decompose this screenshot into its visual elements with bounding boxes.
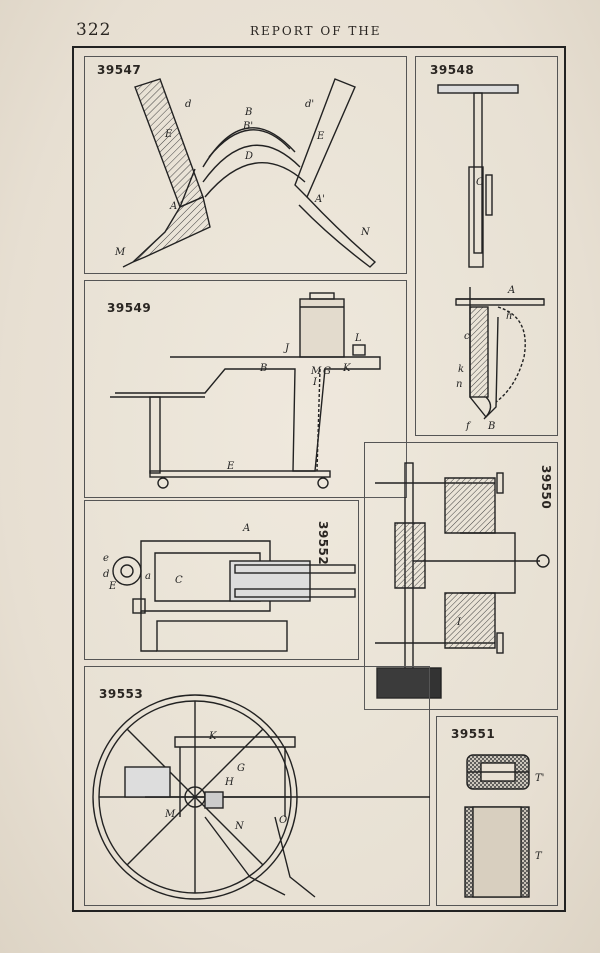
fig-letter: J — [283, 343, 290, 354]
fig-letter: O — [279, 815, 287, 826]
fig-letter: K — [208, 731, 217, 742]
fig-letter: C — [476, 177, 484, 188]
figure-label: 39553 — [99, 687, 144, 701]
fig-letter: M — [164, 809, 176, 820]
fig-letter: T — [535, 851, 543, 862]
fig-letter: e — [103, 553, 109, 564]
fig-letter: A — [169, 201, 177, 212]
running-head: REPORT OF THE — [250, 24, 382, 38]
figure-39553: 39553 K — [84, 666, 430, 906]
fig-letter: N — [360, 227, 371, 238]
fig-letter: G — [323, 366, 331, 377]
figure-39549: 39549 J L B M — [84, 280, 407, 498]
apparatus-drawing: I — [375, 462, 550, 699]
fig-letter: B — [259, 363, 267, 374]
fig-letter: B — [244, 107, 252, 118]
fig-letter: M — [114, 247, 126, 258]
fig-letter: K — [342, 363, 351, 374]
fig-letter: L — [354, 333, 362, 344]
machine-drawing: J L B M G K I E — [110, 292, 381, 489]
fig-letter: d — [103, 569, 109, 580]
fig-letter: C — [175, 575, 183, 586]
fig-letter: n — [456, 379, 462, 390]
roller-drawing: T' T — [464, 754, 544, 898]
figure-label: 39549 — [107, 301, 152, 315]
fig-letter: c — [464, 331, 470, 342]
fig-letter: d — [185, 99, 191, 110]
fig-letter: A' — [314, 194, 325, 205]
plow-drawing: d B B' d' E E D A A' M N — [114, 78, 377, 268]
fig-letter: T' — [535, 773, 544, 784]
fig-letter: B' — [242, 121, 253, 132]
figure-label: 39551 — [451, 727, 496, 741]
fig-letter: D — [244, 151, 253, 162]
fig-letter: I — [456, 617, 462, 628]
figure-39548: 39548 — [415, 56, 558, 436]
wheel-machine-drawing: K G H M N O — [92, 694, 430, 900]
fig-letter: B — [487, 421, 495, 432]
fig-letter: k — [458, 364, 464, 375]
fig-letter: M — [310, 366, 322, 377]
fig-letter: I — [312, 377, 318, 388]
fig-letter: G — [237, 763, 245, 774]
fig-letter: E — [164, 129, 173, 140]
fig-letter: N — [234, 821, 245, 832]
mechanism-drawing: A e d a C E — [103, 523, 356, 652]
fig-letter: A — [507, 285, 515, 296]
figure-label: 39548 — [430, 63, 475, 77]
figure-39552: 39552 A e d a C E — [84, 500, 359, 660]
page-number: 322 — [76, 20, 112, 40]
fig-letter: f — [465, 421, 472, 432]
fig-letter: a — [145, 571, 151, 582]
figure-39551: 39551 T' T — [436, 716, 558, 906]
figure-39550: 39550 — [364, 442, 558, 710]
plate-frame: 39547 — [72, 46, 566, 912]
fig-letter: E — [316, 131, 325, 142]
fig-letter: h — [506, 311, 512, 322]
page-header: 322 REPORT OF THE — [70, 20, 570, 44]
fig-letter: H — [224, 777, 234, 788]
fig-letter: d' — [305, 99, 314, 110]
fig-letter: E — [226, 461, 235, 472]
fig-letter: E — [108, 581, 117, 592]
implement-drawing: C A h c k n f B — [437, 84, 545, 432]
figure-label: 39547 — [97, 63, 142, 77]
fig-letter: A — [242, 523, 250, 534]
figure-39547: 39547 — [84, 56, 407, 274]
